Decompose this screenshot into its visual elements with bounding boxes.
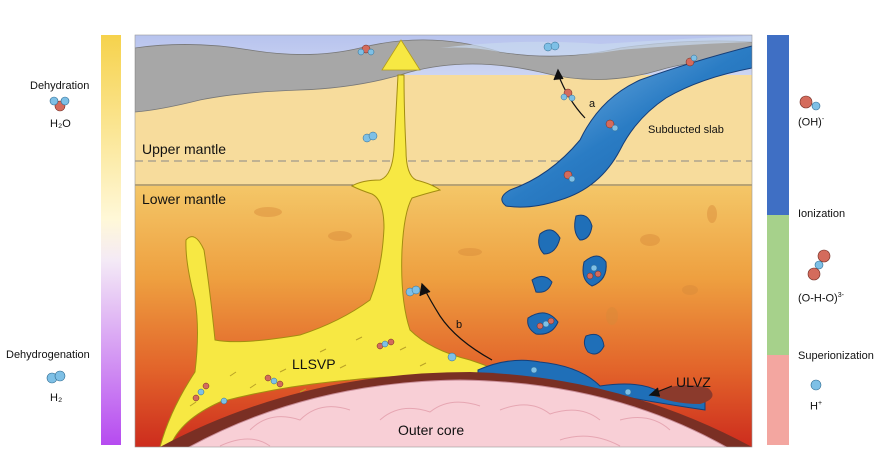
subducted-slab: [501, 45, 752, 208]
ionization-bar-blue: [767, 35, 789, 215]
outer-core: [188, 379, 728, 447]
llsvp-texture: [189, 336, 427, 407]
subducted-slab-label: Subducted slab: [648, 124, 724, 136]
ionization-label: Ionization: [798, 208, 846, 220]
outer-core-label: Outer core: [398, 422, 465, 438]
dehydrogenation-label: Dehydrogenation: [6, 349, 90, 361]
arrow-b: [419, 282, 493, 361]
lower-mantle-label: Lower mantle: [142, 191, 227, 207]
h2o-legend-icon: [49, 96, 70, 112]
ionization-bar-green: [767, 215, 789, 355]
molecules: [46, 41, 831, 405]
ulvz-label: ULVZ: [676, 374, 711, 390]
h2-legend-icon: [46, 370, 66, 384]
oho-label: (O-H-O)3-: [798, 292, 844, 305]
h-plus-label: H+: [810, 400, 823, 413]
arrow-b-label: b: [456, 319, 463, 331]
volcanic-smoke: [394, 10, 410, 20]
arrow-ulvz: [648, 385, 673, 397]
ocean: [440, 36, 752, 56]
oh-legend-icon: [799, 95, 821, 111]
mantle-heterogeneities: [254, 205, 717, 325]
dehydration-gradient-bar: [101, 35, 121, 445]
h2o-label: H₂O: [50, 118, 71, 130]
upper-mantle-label: Upper mantle: [142, 141, 227, 157]
superionization-bar-pink: [767, 355, 789, 445]
h-plus-legend-icon: [810, 379, 822, 391]
oho-legend-icon: [807, 249, 831, 281]
frame-border: [134, 34, 753, 448]
ulvz-body: [650, 385, 713, 404]
volcano: [381, 39, 421, 71]
arrow-a-label: a: [589, 98, 596, 110]
outer-core-texture: [219, 401, 671, 447]
oh-label: (OH)-: [798, 116, 825, 129]
scene-molecules: [192, 41, 698, 405]
dehydration-label: Dehydration: [30, 80, 90, 92]
llsvp-label: LLSVP: [292, 356, 336, 372]
superionization-label: Superionization: [798, 350, 874, 362]
h2-label: H₂: [50, 392, 63, 404]
